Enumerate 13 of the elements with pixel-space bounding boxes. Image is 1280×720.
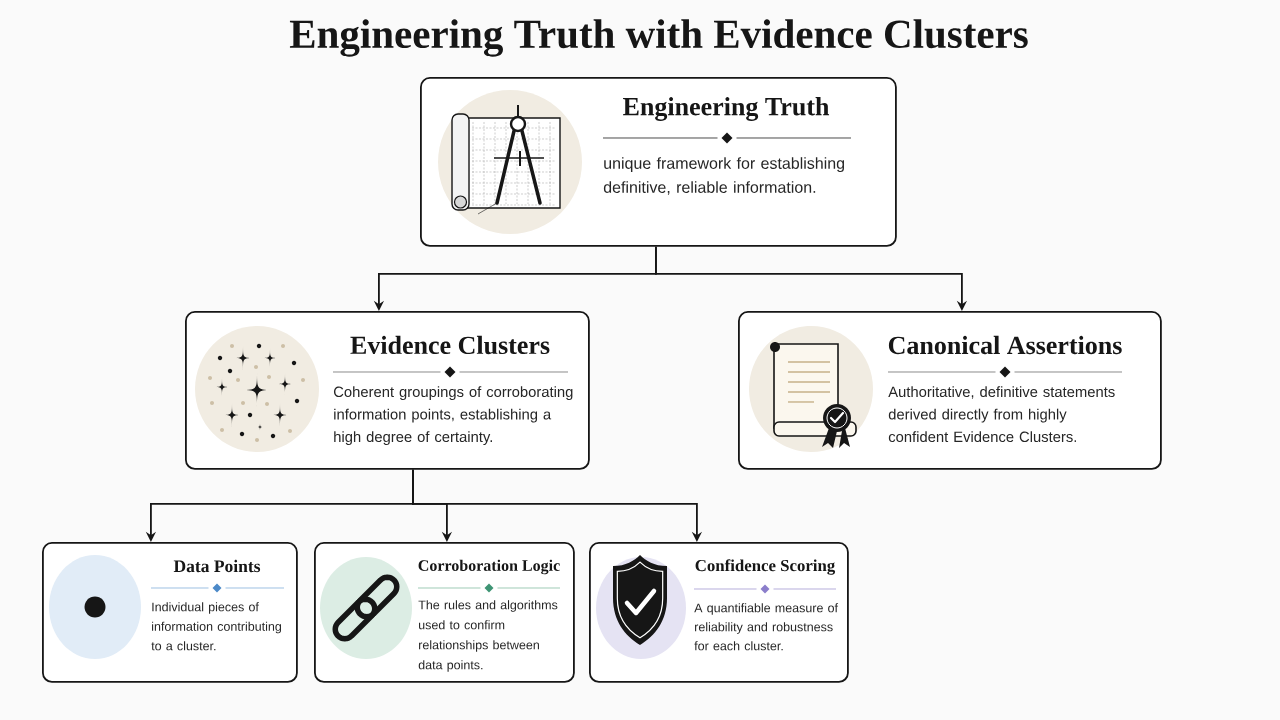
card-text: Coherent groupings of corroborating information points, establishing a high degree of certainty. <box>333 386 573 445</box>
title: Engineering Truth with Evidence Clusters <box>289 19 1028 57</box>
card-text: Individual pieces of information contributing to a cluster. <box>151 602 281 651</box>
card-text: The rules and algorithms used to confirm relationships between data points. <box>418 600 558 672</box>
card-text: unique framework for establishing definitive, reliable information. <box>603 157 844 195</box>
card-text: Authoritative, definitive statements derived directly from highly confident Evidence Clusters. <box>888 386 1115 443</box>
card-heading: Data Points <box>173 559 261 573</box>
card-heading: Evidence Clusters <box>350 335 550 355</box>
card-text: A quantifiable measure of reliability and robustness for each cluster. <box>694 603 839 651</box>
card-heading: Engineering Truth <box>623 97 830 121</box>
card-heading: Confidence Scoring <box>695 559 836 575</box>
card-heading: Corroboration Logic <box>418 559 560 575</box>
card-heading: Canonical Assertions <box>888 335 1122 355</box>
